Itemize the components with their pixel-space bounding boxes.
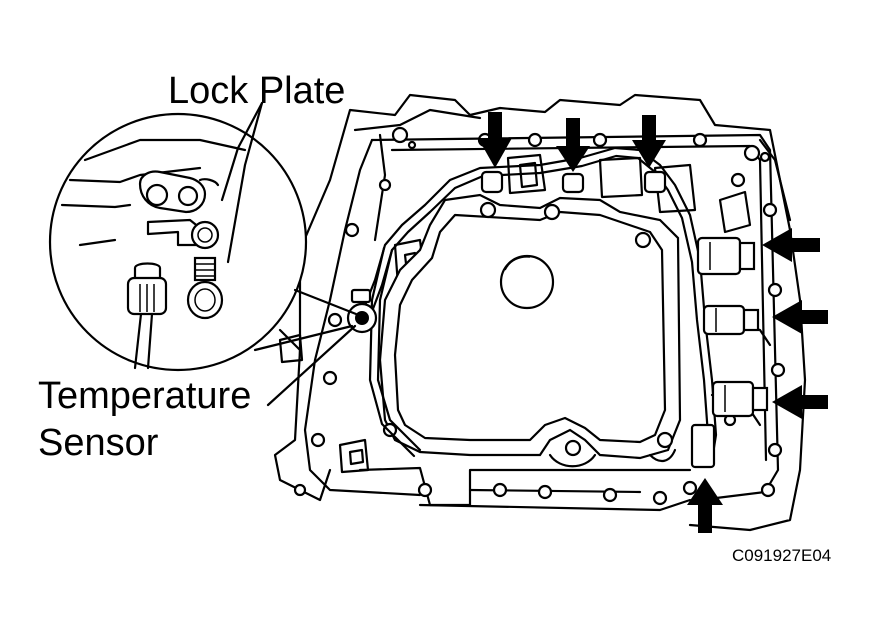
connector-icon <box>711 380 769 418</box>
bolt-icon <box>186 256 224 320</box>
valve-body <box>378 153 697 468</box>
solenoid-connectors <box>480 170 769 469</box>
lock-plate-label: Lock Plate <box>168 70 345 112</box>
arrow-up-icon <box>687 478 723 533</box>
arrow-left-icon <box>762 228 820 262</box>
arrow-down-icon <box>556 118 590 172</box>
arrow-down-icon <box>632 115 666 168</box>
arrow-left-icon <box>772 385 828 419</box>
pointer-arrows <box>478 112 828 533</box>
connector-icon <box>690 423 716 469</box>
temperature-sensor-label-line1: Temperature <box>38 375 251 417</box>
figure-code: C091927E04 <box>732 546 831 565</box>
lock-plate-part <box>138 170 220 250</box>
connector-icon <box>696 236 756 276</box>
arrow-left-icon <box>772 300 828 334</box>
temperature-sensor-label-line2: Sensor <box>38 422 159 464</box>
arrow-down-icon <box>478 112 512 168</box>
transmission-housing <box>273 93 807 532</box>
detail-inset <box>48 112 358 372</box>
connector-icon <box>702 304 760 336</box>
wire-harness <box>358 146 772 462</box>
sensor-detail <box>126 262 168 370</box>
leader-lines <box>220 101 357 407</box>
